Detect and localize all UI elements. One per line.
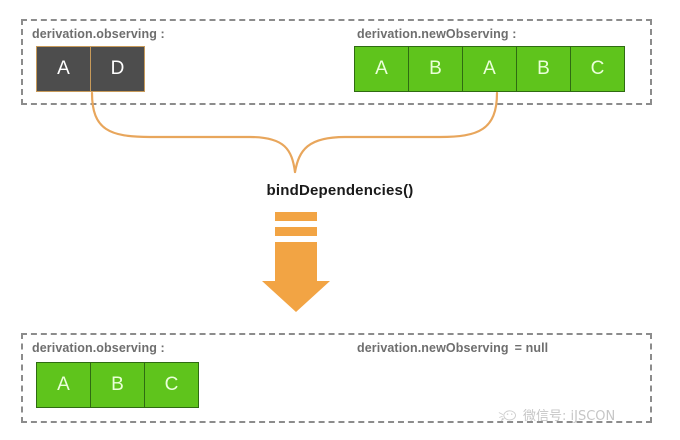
watermark-text: 微信号: iJSCON <box>523 409 616 424</box>
cell: D <box>90 46 145 92</box>
operation-label: bindDependencies() <box>266 182 414 199</box>
arrow-dash-top <box>275 212 317 221</box>
arrow-head <box>262 281 330 312</box>
cell: A <box>462 46 517 92</box>
arrow-shaft <box>275 242 317 284</box>
down-arrow-icon <box>262 212 330 312</box>
bottom-observing-cells: A B C <box>36 362 199 408</box>
top-new-observing-cells: A B A B C <box>354 46 625 92</box>
watermark: 微信号: iJSCON <box>498 405 615 424</box>
cell: A <box>36 362 91 408</box>
bottom-observing-label: derivation.observing : <box>32 341 165 355</box>
bottom-state-panel <box>21 333 652 423</box>
cell: B <box>90 362 145 408</box>
top-observing-label: derivation.observing : <box>32 27 165 41</box>
top-new-observing-label: derivation.newObserving : <box>357 27 517 41</box>
cell: C <box>144 362 199 408</box>
cell: A <box>354 46 409 92</box>
bottom-new-observing-value: = null <box>514 341 549 355</box>
bottom-new-observing-label: derivation.newObserving = null <box>357 341 548 355</box>
bottom-new-observing-name: derivation.newObserving <box>357 341 509 355</box>
arrow-dash-second <box>275 227 317 236</box>
wechat-icon <box>498 409 516 422</box>
top-observing-cells: A D <box>36 46 145 92</box>
cell: C <box>570 46 625 92</box>
cell: B <box>516 46 571 92</box>
cell: B <box>408 46 463 92</box>
cell: A <box>36 46 91 92</box>
